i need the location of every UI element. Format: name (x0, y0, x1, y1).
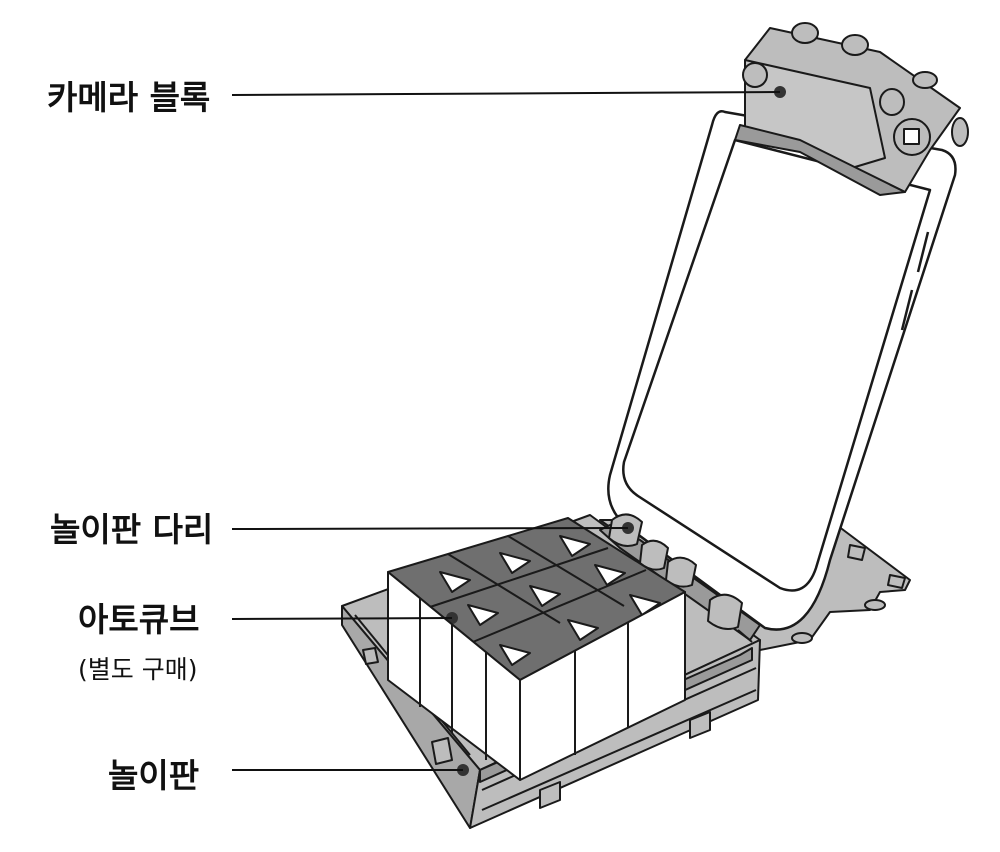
label-board-legs: 놀이판 다리 (50, 510, 214, 549)
leader-camera-block (231, 91, 781, 96)
label-play-board: 놀이판 (108, 756, 200, 795)
leader-board-legs (231, 527, 629, 530)
label-atocube: 아토큐브 (78, 600, 200, 639)
label-camera-block: 카메라 블록 (47, 78, 211, 117)
leader-atocube (231, 617, 453, 620)
label-atocube-note: (별도 구매) (78, 655, 198, 684)
tablet-device (607, 110, 957, 631)
leader-lines (231, 91, 781, 771)
board-legs (599, 513, 761, 643)
atocube-grid (387, 517, 686, 781)
